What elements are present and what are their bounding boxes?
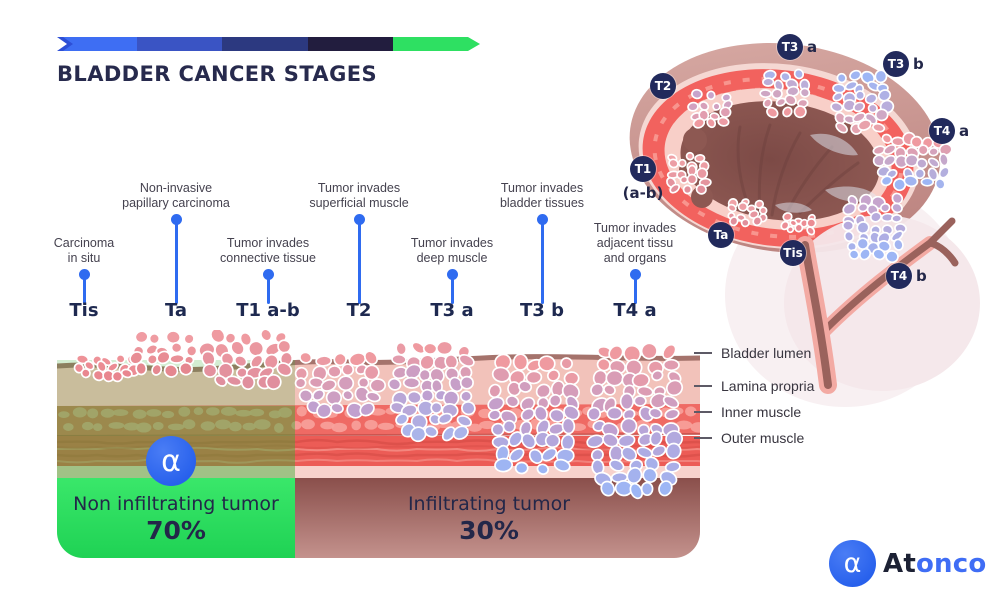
- layer-label-lamina-propria: Lamina propria: [694, 378, 814, 394]
- badge-circle: Tis: [780, 240, 806, 266]
- infiltrating-percentage: 30%: [459, 516, 519, 545]
- stage-name: T2: [346, 300, 372, 321]
- layer-label-text: Inner muscle: [721, 404, 802, 420]
- atonco-logo: α Atonco: [829, 540, 986, 587]
- layer-label-inner-muscle: Inner muscle: [694, 404, 801, 420]
- non-infiltrating-text: Non infiltrating tumor: [73, 493, 279, 515]
- stage-pin-line: [82, 274, 86, 304]
- non-infiltrating-percentage: 70%: [146, 516, 206, 545]
- badge-circle: T3: [777, 34, 803, 60]
- alpha-glyph: α: [161, 443, 181, 479]
- badge-suffix: a: [807, 38, 818, 56]
- brand-name-accent: onco: [915, 548, 987, 579]
- stage-name: Ta: [164, 300, 188, 321]
- brand-name: Atonco: [883, 549, 986, 579]
- non-infiltrating-zone-label: Non infiltrating tumor 70%: [57, 493, 295, 545]
- stage-name: T3 a: [430, 300, 474, 321]
- badge-circle: T4: [886, 263, 912, 289]
- badge-circle: T1: [630, 156, 656, 182]
- layer-label-dash: [694, 385, 712, 387]
- stage-pin-line: [450, 274, 454, 304]
- bar-segment-4: [308, 37, 393, 51]
- alpha-glyph: α: [843, 548, 862, 579]
- atonco-alpha-icon: α: [829, 540, 876, 587]
- layer-label-dash: [694, 411, 712, 413]
- stage-pin-line: [633, 274, 637, 304]
- badge-suffix: b: [916, 267, 927, 285]
- layer-label-text: Lamina propria: [721, 378, 815, 394]
- stage-pin-line: [266, 274, 270, 304]
- infiltrating-text: Infiltrating tumor: [407, 493, 571, 515]
- layer-label-dash: [694, 437, 712, 439]
- bar-segment-2: [137, 37, 222, 51]
- layer-label-text: Outer muscle: [721, 430, 805, 446]
- tissue-cross-section-illustration: [57, 330, 700, 558]
- badge-circle: T2: [650, 73, 676, 99]
- stage-pin-line: [174, 219, 178, 304]
- layer-label-bladder-lumen: Bladder lumen: [694, 345, 811, 361]
- layer-label-outer-muscle: Outer muscle: [694, 430, 804, 446]
- stage-name: Tis: [69, 300, 99, 321]
- stage-pin-line: [357, 219, 361, 304]
- infiltrating-zone-label: Infiltrating tumor 30%: [295, 493, 683, 545]
- badge-circle: T3: [883, 51, 909, 77]
- stage-gradient-bar: [57, 37, 480, 51]
- badge-subscript: (a-b): [622, 184, 664, 202]
- layer-label-dash: [694, 352, 712, 354]
- page-title: BLADDER CANCER STAGES: [57, 62, 377, 86]
- brand-name-dark: At: [883, 548, 916, 579]
- stage-name: T1 a-b: [236, 300, 300, 321]
- bladder-illustration: [629, 43, 980, 407]
- badge-circle: T4: [929, 118, 955, 144]
- layer-label-text: Bladder lumen: [721, 345, 812, 361]
- stage-name: T3 b: [520, 300, 564, 321]
- atonco-alpha-icon: α: [146, 436, 196, 486]
- badge-suffix: a: [959, 122, 970, 140]
- stage-name: T4 a: [613, 300, 657, 321]
- bar-segment-3: [222, 37, 308, 51]
- stage-pin-line: [540, 219, 544, 304]
- bar-segment-1: [63, 37, 137, 51]
- badge-circle: Ta: [708, 222, 734, 248]
- bar-segment-5: [393, 37, 480, 51]
- badge-suffix: b: [913, 55, 924, 73]
